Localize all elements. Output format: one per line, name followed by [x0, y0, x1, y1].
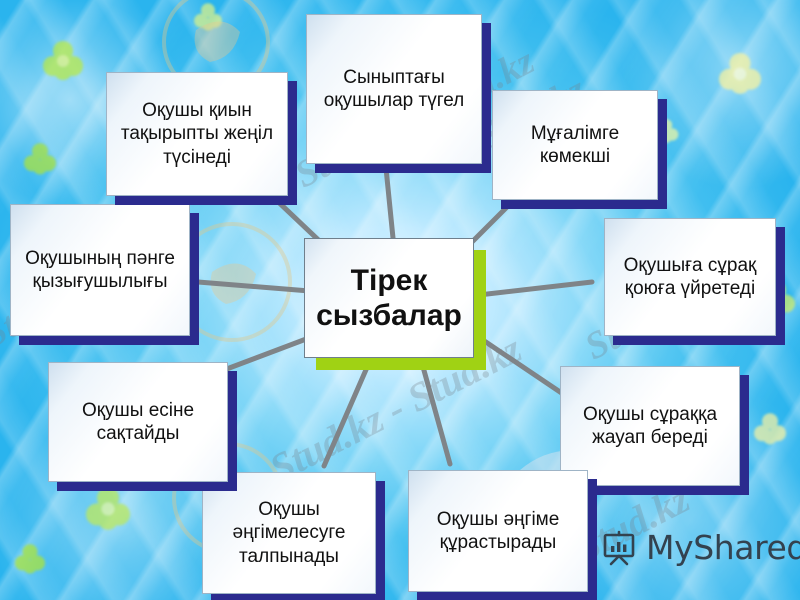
- node-label: Сыныптағы оқушылар түгел: [323, 66, 465, 111]
- node-label: Оқушының пәнге қызығушылығы: [25, 247, 175, 292]
- connector-line: [467, 279, 595, 299]
- connector-line: [321, 353, 375, 469]
- node-top-left[interactable]: Оқушы қиын тақырыпты жеңіл түсінеді: [106, 72, 288, 196]
- node-left[interactable]: Оқушының пәнге қызығушылығы: [10, 204, 190, 336]
- node-right[interactable]: Оқушыға сұрақ қоюға үйретеді: [604, 218, 776, 336]
- node-bottom-right[interactable]: Оқушы сұраққа жауап береді: [560, 366, 740, 486]
- node-label: Оқушы әңгімелесуге талпынады: [232, 499, 346, 567]
- presentation-board-icon: [603, 530, 635, 565]
- node-bottom-left[interactable]: Оқушы әңгімелесуге талпынады: [202, 472, 376, 594]
- connector-line: [195, 279, 325, 295]
- myshared-logo-text: MyShared: [646, 528, 800, 567]
- connector-line: [465, 327, 575, 403]
- myshared-logo: MyShared: [600, 528, 800, 567]
- connector-line: [417, 353, 453, 467]
- node-label: Мұғалімге көмекші: [530, 122, 620, 167]
- node-top-right[interactable]: Мұғалімге көмекші: [492, 90, 658, 200]
- node-label: Оқушы сұраққа жауап береді: [582, 403, 718, 448]
- node-left-lower[interactable]: Оқушы есіне сақтайды: [48, 362, 228, 482]
- node-label: Оқушы қиын тақырыпты жеңіл түсінеді: [120, 100, 274, 168]
- node-label: Оқушы есіне сақтайды: [81, 399, 195, 444]
- node-label: Оқушыға сұрақ қоюға үйретеді: [623, 254, 757, 299]
- node-label: Оқушы әңгіме құрастырады: [436, 508, 560, 553]
- node-top[interactable]: Сыныптағы оқушылар түгел: [306, 14, 482, 164]
- node-center[interactable]: Тірек сызбалар: [304, 238, 474, 358]
- node-bottom[interactable]: Оқушы әңгіме құрастырады: [408, 470, 588, 592]
- node-center-label: Тірек сызбалар: [316, 263, 462, 332]
